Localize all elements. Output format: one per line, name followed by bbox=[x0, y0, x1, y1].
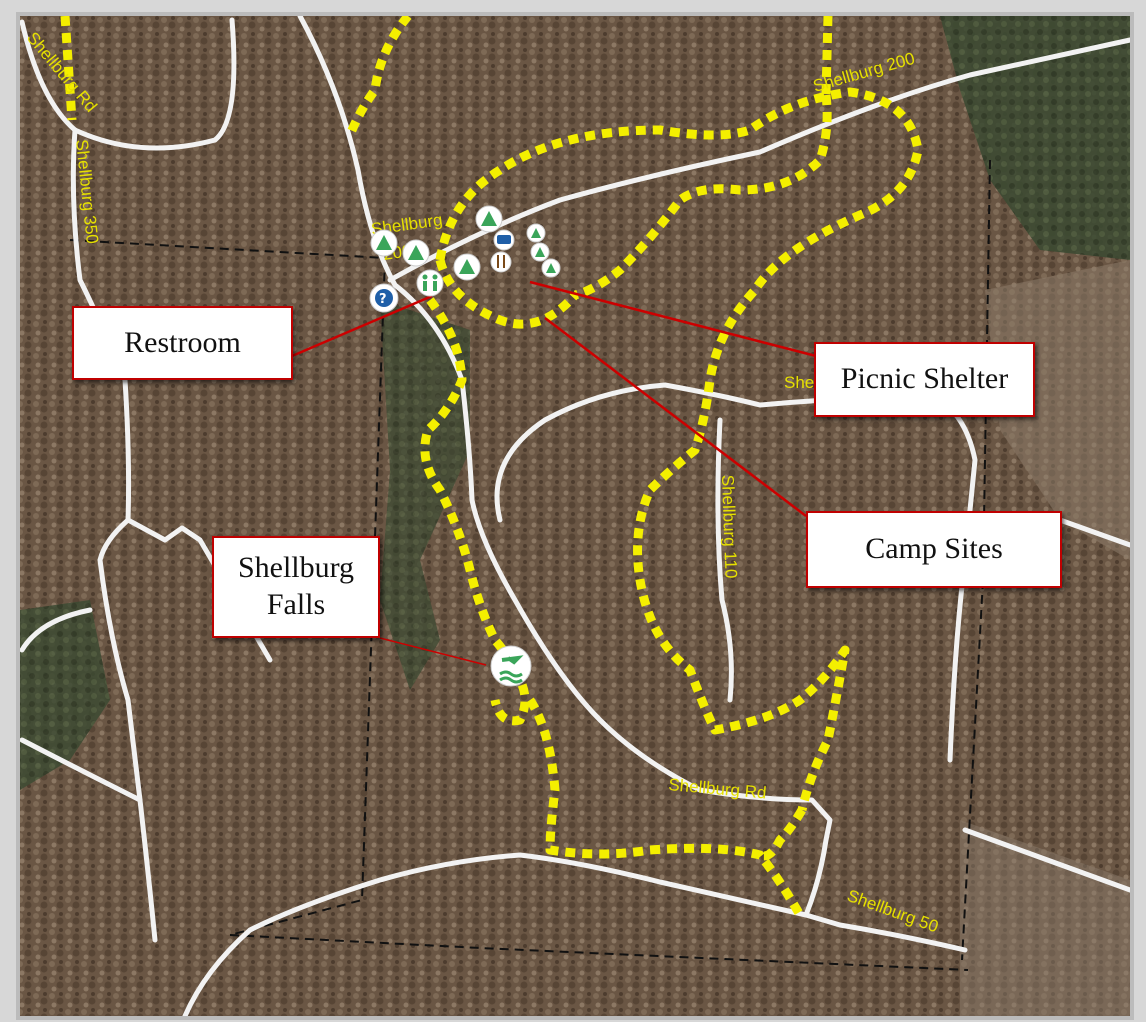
campsite-icon[interactable] bbox=[530, 242, 550, 262]
leader-falls bbox=[379, 637, 487, 666]
clearing-right bbox=[985, 260, 1130, 560]
svg-text:?: ? bbox=[379, 292, 387, 307]
parking-icon[interactable] bbox=[493, 229, 515, 251]
campsite-icon[interactable] bbox=[526, 223, 546, 243]
callout-restroom-label: Restroom bbox=[124, 325, 241, 359]
picnic-icon[interactable] bbox=[490, 251, 512, 273]
callout-falls-line1: Shellburg bbox=[237, 551, 355, 585]
leader-restroom bbox=[291, 294, 433, 358]
leader-picnic bbox=[529, 280, 817, 358]
callout-picnic-shelter[interactable]: Picnic Shelter bbox=[814, 342, 1035, 417]
campsite-icon[interactable] bbox=[453, 253, 481, 281]
campsite-icon[interactable] bbox=[402, 239, 430, 267]
callout-leaders bbox=[291, 280, 817, 666]
label-shellburg-110: Shellburg 110 bbox=[718, 474, 741, 578]
callout-camp-label: Camp Sites bbox=[865, 532, 1003, 566]
waterfall-icon[interactable] bbox=[490, 645, 532, 687]
clearing-bottom-right bbox=[960, 820, 1130, 1016]
conifer-patch-left bbox=[20, 600, 110, 790]
callout-restroom[interactable]: Restroom bbox=[72, 306, 293, 380]
conifer-patch-center bbox=[380, 300, 470, 690]
callout-picnic-label: Picnic Shelter bbox=[840, 362, 1009, 396]
info-icon[interactable]: ? bbox=[369, 283, 399, 313]
callout-camp-sites[interactable]: Camp Sites bbox=[806, 511, 1062, 588]
restroom-icon[interactable] bbox=[416, 269, 444, 297]
callout-shellburg-falls[interactable]: Shellburg Falls bbox=[212, 536, 380, 638]
campsite-icon[interactable] bbox=[370, 229, 398, 257]
trail-network bbox=[60, 13, 923, 918]
map-icons: ? bbox=[369, 205, 561, 687]
campsite-icon[interactable] bbox=[475, 205, 503, 233]
label-shellburg-partial: She bbox=[784, 373, 814, 392]
campsite-icon[interactable] bbox=[541, 258, 561, 278]
callout-falls-line2: Falls bbox=[266, 588, 326, 621]
map-border bbox=[16, 12, 1134, 1020]
leader-camp bbox=[544, 317, 807, 517]
conifer-patch-top bbox=[940, 16, 1130, 260]
